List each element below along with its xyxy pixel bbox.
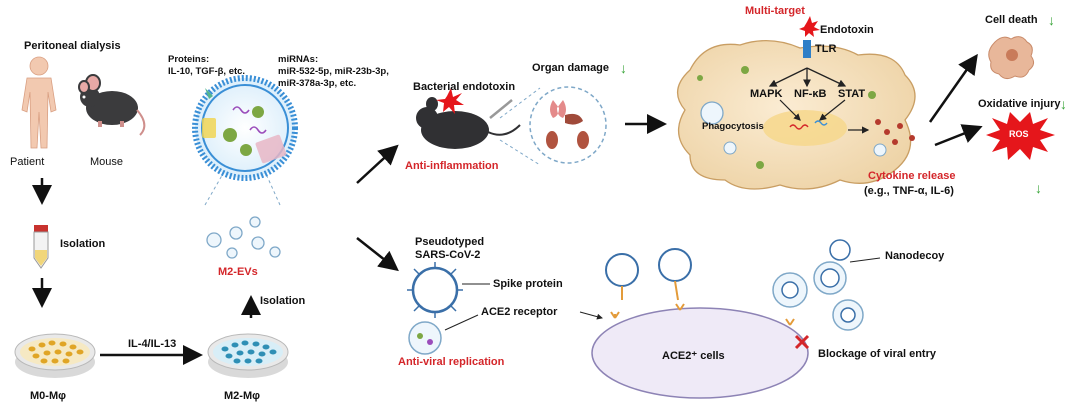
mouse-label: Mouse (90, 156, 124, 168)
arrow-stat-nucleus (819, 99, 846, 121)
arrow-to-anti-viral (356, 237, 399, 272)
anti-inflammation-label: Anti-inflammation (405, 160, 499, 172)
nfkb-label: NF-κB (794, 88, 827, 100)
isolation-up-label: Isolation (260, 295, 306, 307)
endotoxin-burst-small (436, 88, 464, 114)
isolation-left-label: Isolation (60, 238, 106, 250)
il4-il13-label: IL-4/IL-13 (128, 338, 177, 350)
ace2-pointer (444, 314, 479, 331)
cytokine-examples-label: (e.g., TNF-α, IL-6) (864, 185, 954, 197)
mirnas-title: miRNAs: (278, 54, 319, 65)
virus-binding-1 (605, 253, 639, 300)
mirnas-line2: miR-378a-3p, etc. (278, 78, 357, 89)
centrifuge-tube (33, 225, 49, 269)
block-x-icon (794, 334, 810, 350)
ace2-receptor-label: ACE2 receptor (481, 306, 558, 318)
sars-label: SARS-CoV-2 (415, 249, 481, 261)
proteins-title: Proteins: (168, 54, 210, 65)
endotoxin-mouse (416, 97, 521, 149)
organ-damage-label: Organ damage (532, 62, 610, 74)
spike-protein-label: Spike protein (493, 278, 563, 290)
ace2-cell (591, 303, 809, 399)
organ-damage-down-icon: ↓ (620, 60, 627, 76)
pseudotyped-virus (407, 262, 463, 318)
m2-label: M2-Mφ (224, 390, 260, 402)
mirnas-line1: miR-532-5p, miR-23b-3p, (278, 66, 389, 77)
nanodecoy-cluster (772, 239, 864, 331)
ace2-cells-label: ACE2⁺ cells (662, 350, 725, 362)
arrow-tlr-stat (806, 67, 847, 87)
phagocytosis-label: Phagocytosis (702, 121, 764, 132)
patient-label: Patient (10, 156, 45, 168)
tlr-label: TLR (815, 43, 837, 55)
m2-evs-label: M2-EVs (218, 266, 258, 278)
patient-figure (21, 56, 57, 149)
cell-death-down-icon: ↓ (1048, 12, 1055, 28)
large-ev (192, 75, 298, 181)
arrow-to-ros (934, 124, 983, 147)
arrow-to-cell-death (928, 53, 978, 123)
mouse-figure (78, 74, 146, 136)
tlr-receptor (799, 16, 820, 58)
m2-dish (207, 333, 289, 378)
endotoxin-label: Endotoxin (820, 24, 874, 36)
cell-death-label: Cell death (985, 14, 1038, 26)
small-evs-cluster (206, 216, 281, 259)
peritoneal-dialysis-label: Peritoneal dialysis (24, 40, 121, 52)
bacterial-endotoxin-label: Bacterial endotoxin (413, 81, 516, 93)
cytokine-down-icon: ↓ (1035, 180, 1042, 196)
arrow-to-anti-inflammation (356, 144, 399, 184)
pseudotyped-label: Pseudotyped (415, 236, 485, 248)
nanodecoy-pointer (849, 257, 881, 263)
m0-label: M0-Mφ (30, 390, 66, 402)
organ-zoom (499, 86, 607, 166)
ros-label: ROS (1009, 129, 1029, 139)
cytokine-release-label: Cytokine release (868, 170, 956, 182)
anti-viral-label: Anti-viral replication (398, 356, 505, 368)
nanodecoy-label: Nanodecoy (885, 250, 945, 262)
stat-label: STAT (838, 88, 866, 100)
arrow-tlr-mapk (768, 67, 808, 87)
mapk-label: MAPK (750, 88, 783, 100)
virus-binding-2 (658, 248, 692, 301)
multi-target-label: Multi-target (745, 5, 805, 17)
blockage-label: Blockage of viral entry (818, 348, 936, 360)
m0-dish (14, 333, 96, 378)
oxidative-down-icon: ↓ (1060, 96, 1067, 112)
arrow-mapk-nucleus (779, 99, 801, 121)
ace2-ev (408, 321, 442, 355)
macrophage-cell (677, 40, 916, 190)
dead-cell (988, 36, 1035, 80)
ace2-receptor-pointer (579, 311, 603, 320)
oxidative-injury-label: Oxidative injury (978, 98, 1061, 110)
ros-burst (986, 112, 1055, 160)
proteins-list: IL-10, TGF-β, etc. (168, 66, 246, 77)
